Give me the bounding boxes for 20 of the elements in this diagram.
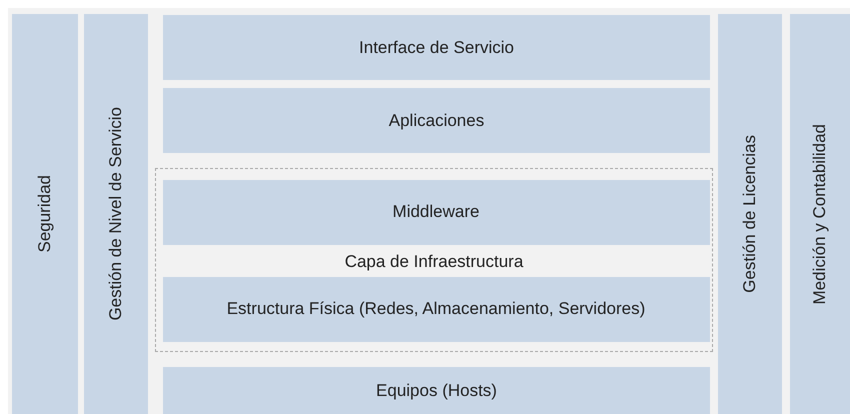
- layer-label: Medición y Contabilidad: [810, 124, 830, 304]
- layer-bar: [163, 367, 710, 414]
- layer-label: Middleware: [392, 202, 480, 222]
- vertical-layer-bar: [12, 14, 78, 414]
- vertical-layer-bar: [790, 14, 850, 414]
- layer-bar: [163, 15, 710, 80]
- vertical-layer-bar: [718, 14, 782, 414]
- layer-label: Gestión de Licencias: [740, 135, 760, 293]
- layer-bar: [162, 180, 710, 244]
- layer-label: Equipos (Hosts): [376, 380, 497, 400]
- layer-label: Gestión de Nivel de Servicio: [106, 107, 126, 321]
- layer-label: Interface de Servicio: [359, 38, 514, 58]
- vertical-layer-bar: [84, 14, 148, 414]
- group-title: Capa de Infraestructura: [344, 252, 524, 272]
- layer-bar: [163, 88, 710, 153]
- layer-label: Seguridad: [35, 175, 55, 253]
- dashed-group-border: [155, 168, 713, 352]
- layer-label: Estructura Física (Redes, Almacenamiento, Servidores): [226, 299, 646, 319]
- layer-bar: [162, 276, 710, 342]
- layer-label: Aplicaciones: [388, 110, 484, 130]
